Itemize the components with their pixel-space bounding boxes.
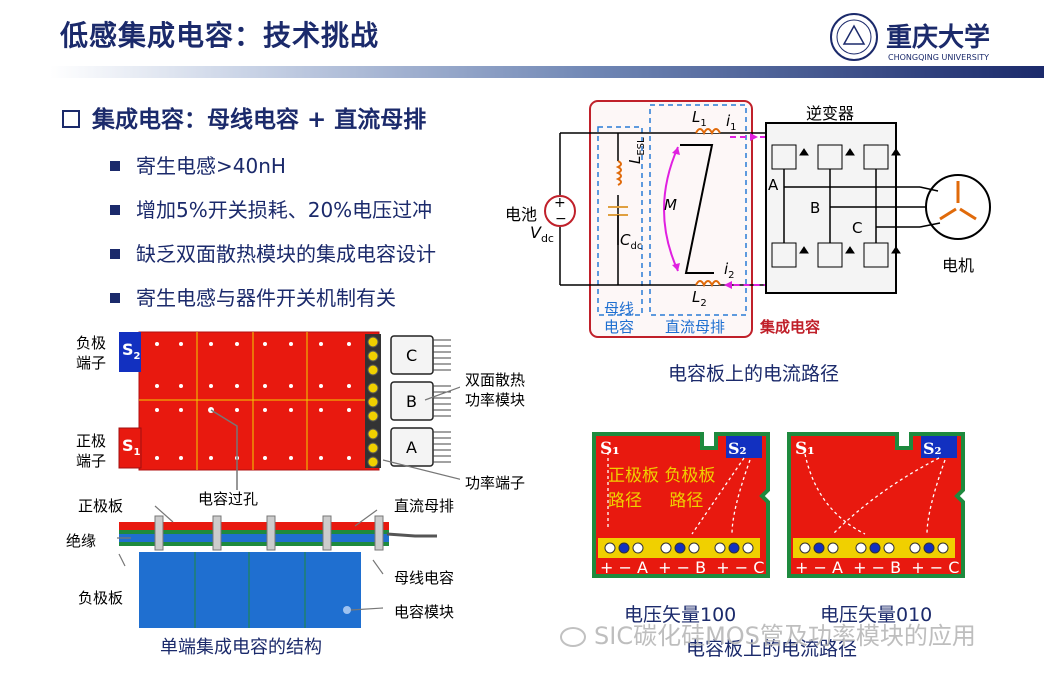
dc-busbar-struct-label: 直流母排 — [394, 497, 455, 515]
vector-010-label: 电压矢量010 — [820, 604, 933, 626]
l1-label: L1 — [692, 108, 707, 129]
wechat-icon — [560, 627, 586, 647]
pos-terminal-label: 正极端子 — [76, 432, 107, 470]
bus-cap-struct-label: 母线电容 — [394, 569, 455, 587]
pos-plate-label: 正极板 — [78, 497, 124, 515]
s1-label: S1 — [122, 436, 141, 459]
square-bullet-icon — [110, 292, 120, 303]
sub-bullet-4: 寄生电感与器件开关机制有关 — [110, 282, 396, 311]
module-b — [390, 381, 434, 421]
s1-terminal — [118, 427, 142, 469]
l2-inductor-icon — [695, 280, 721, 288]
dc-busbar-label: 直流母排 — [665, 318, 726, 336]
circuit-caption: 电容板上的电流路径 — [668, 363, 840, 385]
sub-bullet-text: 寄生电感>40nH — [136, 154, 286, 178]
vector-100-label: 电压矢量100 — [624, 604, 737, 626]
watermark: SIC碳化硅MOS管及功率模块的应用 — [560, 616, 976, 651]
board1-path-label: 正极板 负极板 — [608, 466, 716, 486]
square-bullet-icon — [110, 160, 120, 171]
dual-module-label: 双面散热功率模块 — [465, 371, 526, 409]
board1-s2: S₂ — [728, 439, 747, 458]
busbar-dashed-box — [649, 104, 747, 316]
l1-inductor-icon — [695, 128, 721, 136]
insulation-label: 绝缘 — [66, 532, 97, 550]
logo-subtext: CHONGQING UNIVERSITY — [888, 53, 989, 62]
title-underline-bar — [50, 66, 1044, 78]
motor-label: 电机 — [942, 256, 975, 275]
node-b-label: B — [810, 199, 821, 217]
vdc-label: Vdc — [530, 223, 554, 246]
l2-label: L2 — [692, 288, 707, 309]
square-bullet-icon — [110, 204, 120, 215]
page-title: 低感集成电容：技术挑战 — [60, 19, 380, 52]
boards-caption: 电容板上的电流路径 — [686, 638, 858, 660]
sub-bullet-text: 增加5%开关损耗、20%电压过冲 — [136, 198, 433, 222]
sub-bullet-1: 寄生电感>40nH — [110, 150, 286, 179]
sub-bullet-text: 寄生电感与器件开关机制有关 — [136, 286, 396, 310]
board2-s1: S₁ — [795, 439, 815, 459]
neg-terminal-label: 负极端子 — [76, 334, 107, 372]
structure-diagram — [117, 331, 460, 628]
module-a-label: A — [406, 438, 417, 457]
module-b-label: B — [406, 392, 417, 411]
i2-label: i2 — [724, 260, 735, 281]
module-c — [390, 335, 434, 375]
square-bullet-icon — [110, 248, 120, 259]
inverter-label: 逆变器 — [806, 104, 855, 123]
i1-label: i1 — [726, 112, 737, 133]
circuit-diagram: + − — [544, 100, 991, 338]
lesl-label: LESL — [626, 137, 647, 164]
board2-terminals: + − A + − B + − C — [795, 558, 960, 577]
sub-bullet-text: 缺乏双面散热模块的集成电容设计 — [136, 242, 436, 266]
module-c-label: C — [406, 346, 418, 365]
node-c-label: C — [852, 219, 863, 237]
bus-cap-label-2: 电容 — [604, 318, 635, 336]
bus-cap-dashed-box — [597, 126, 643, 316]
capacitor-board — [138, 331, 380, 471]
battery-label: 电池 — [505, 205, 538, 224]
module-a — [390, 427, 434, 467]
board2-s2: S₂ — [923, 439, 942, 458]
main-bullet: 集成电容：母线电容 + 直流母排 — [62, 100, 426, 134]
capacitor-modules — [139, 552, 361, 628]
s2-terminal — [119, 332, 141, 372]
integrated-cap-label: 集成电容 — [760, 318, 821, 336]
svg-text:−: − — [555, 211, 567, 227]
structure-caption: 单端集成电容的结构 — [160, 637, 322, 658]
battery-icon — [544, 195, 576, 227]
bus-cap-label-1: 母线 — [604, 300, 635, 318]
checkbox-bullet-icon — [62, 109, 80, 128]
cdc-label: Cdc — [620, 231, 643, 252]
board-vector-100: S₁ S₂ — [592, 432, 770, 578]
inverter-box — [765, 122, 897, 294]
board1-path-word: 路径 路径 — [608, 491, 704, 511]
university-logo: 重庆大学 CHONGQING UNIVERSITY — [830, 13, 990, 62]
s2-label: S2 — [122, 340, 141, 363]
board-vector-010: S₁ S₂ — [787, 432, 965, 578]
integrated-cap-box — [589, 100, 753, 338]
board1-terminals: + − A + − B + − C — [600, 558, 765, 577]
sub-bullet-3: 缺乏双面散热模块的集成电容设计 — [110, 238, 436, 267]
cap-via-label: 电容过孔 — [198, 490, 259, 508]
sub-bullet-2: 增加5%开关损耗、20%电压过冲 — [110, 194, 432, 223]
main-bullet-text: 集成电容：母线电容 + 直流母排 — [92, 107, 427, 133]
mutual-inductance-label: M — [664, 196, 677, 214]
cap-module-label: 电容模块 — [394, 603, 455, 621]
svg-text:+: + — [554, 195, 566, 211]
esl-inductor-icon — [615, 160, 622, 186]
node-a-label: A — [768, 176, 779, 194]
neg-plate-label: 负极板 — [78, 589, 124, 607]
power-terminal-label: 功率端子 — [465, 474, 526, 492]
logo-text: 重庆大学 — [886, 22, 990, 53]
board1-s1: S₁ — [600, 439, 620, 459]
